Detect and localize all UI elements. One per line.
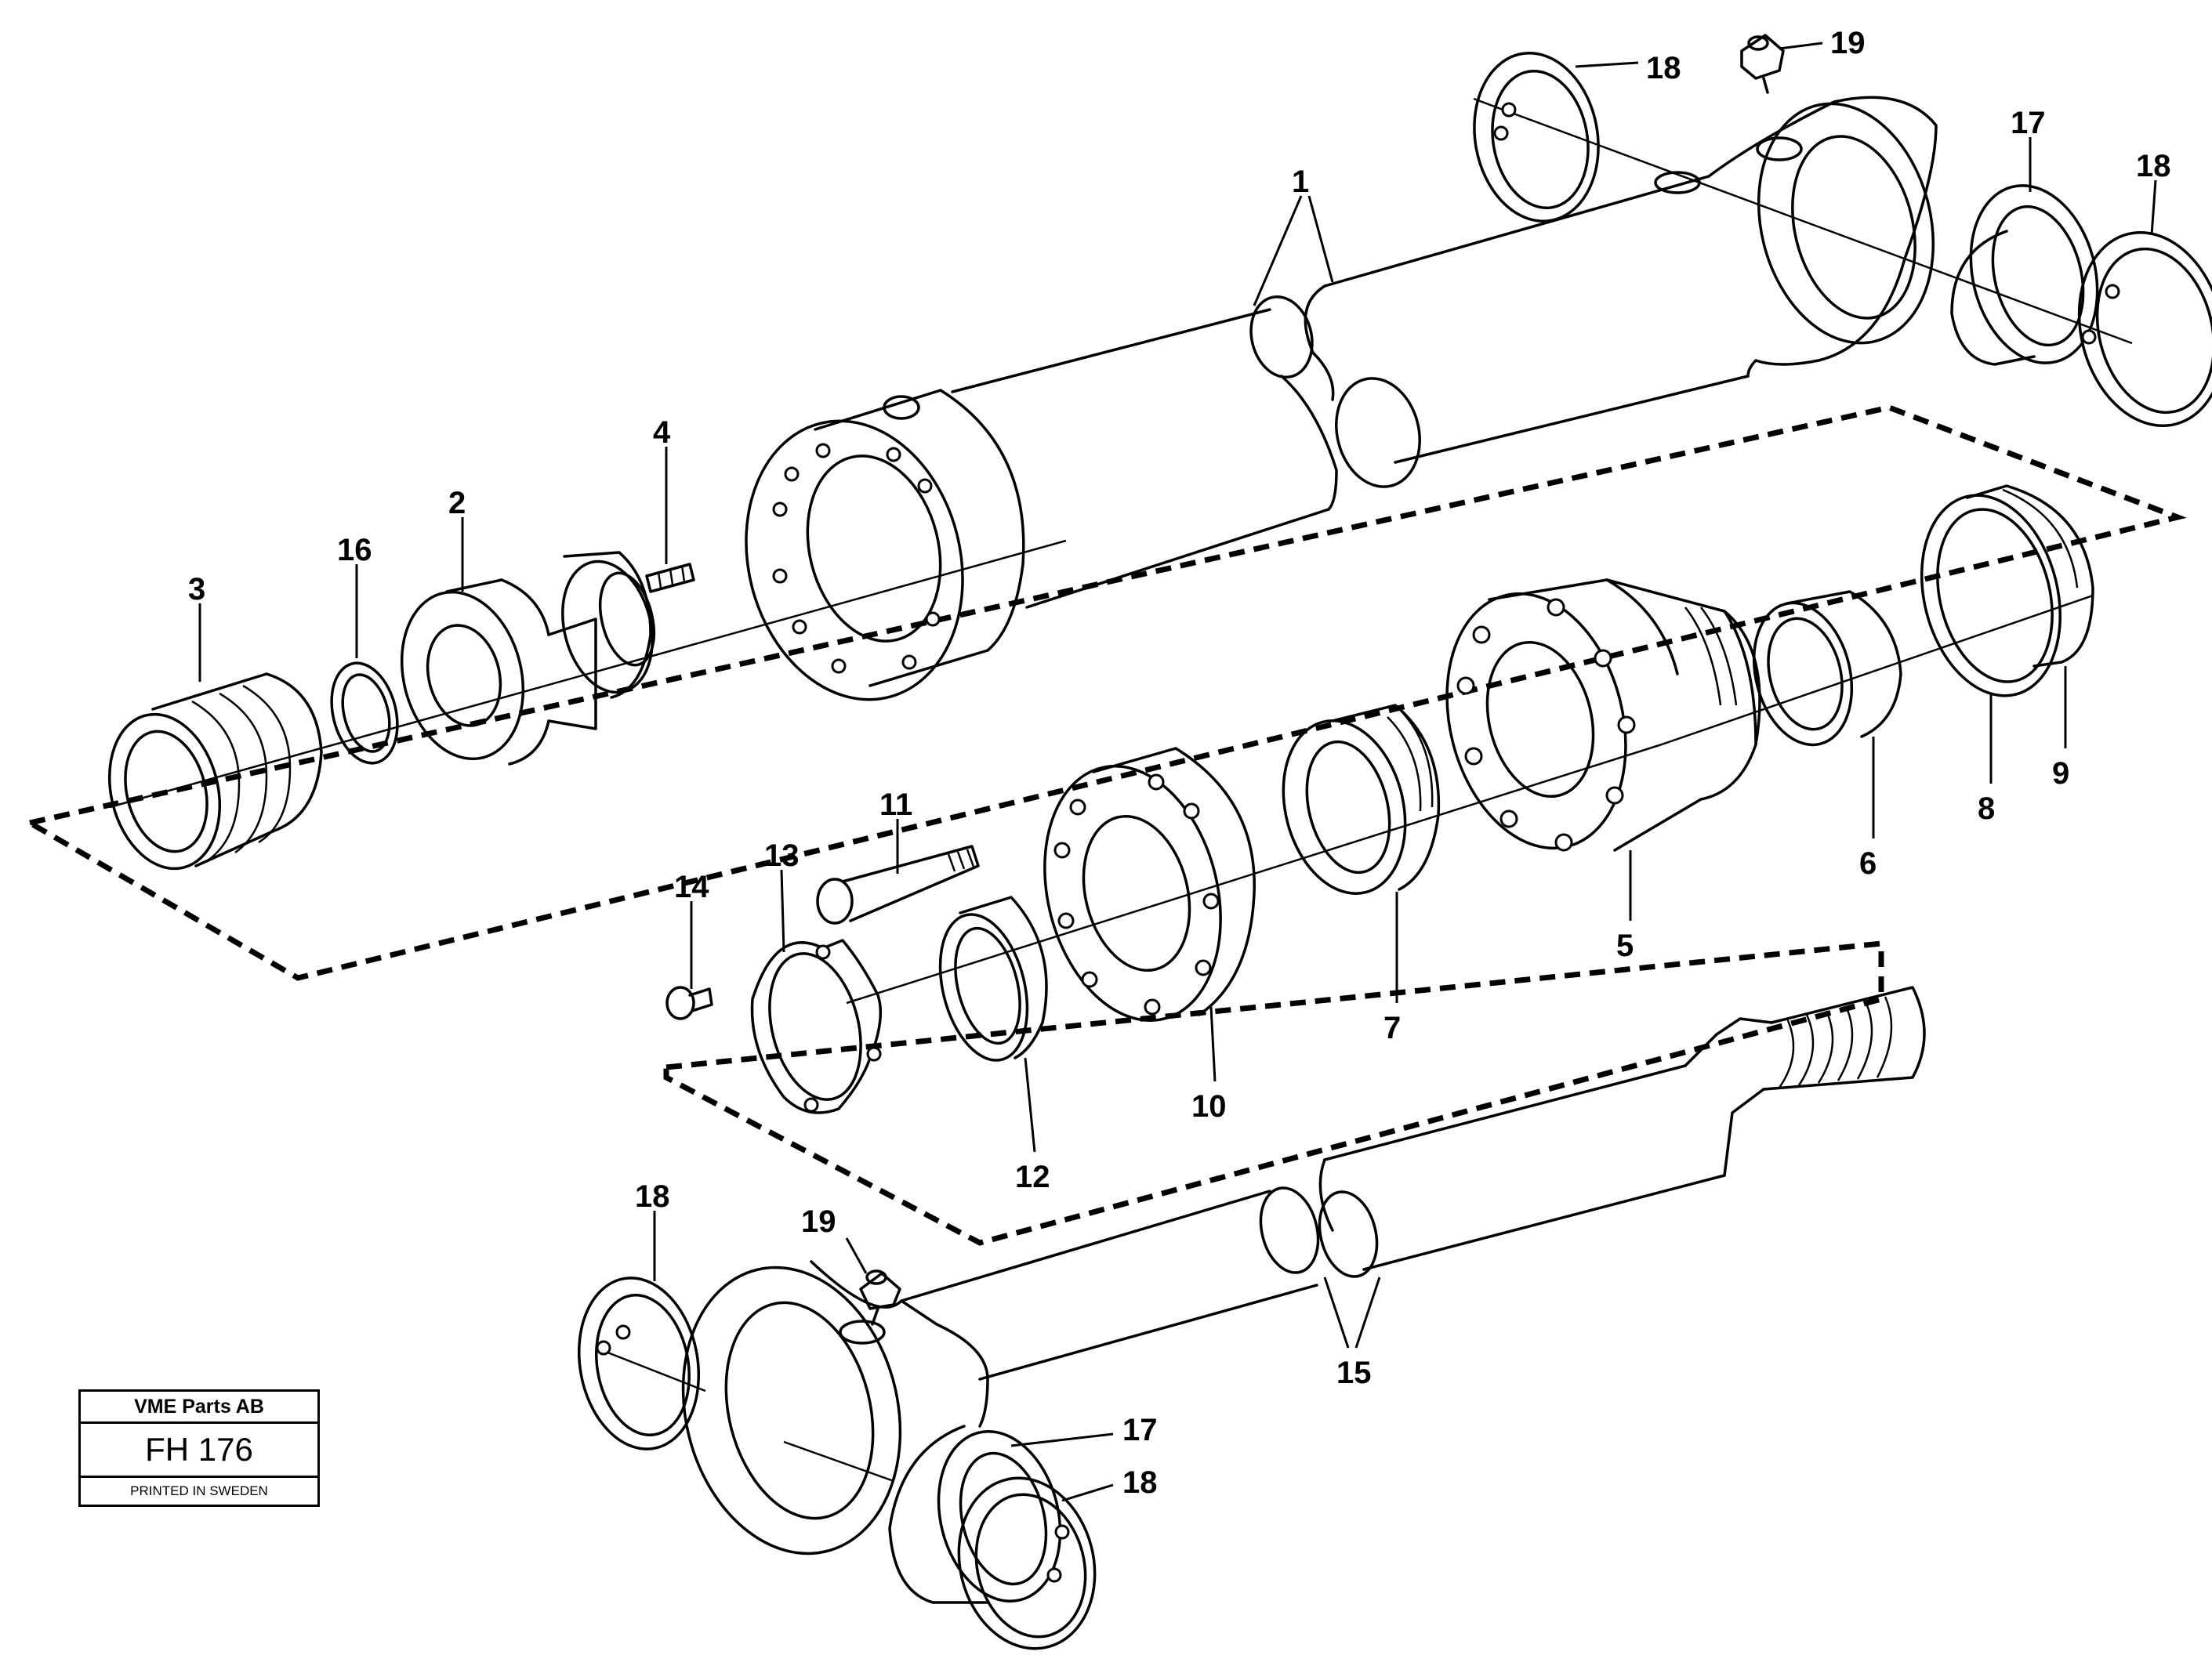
- grease-nipple-bottom: [859, 1269, 901, 1326]
- head-axis: [1661, 594, 2094, 746]
- callout-6: 6: [1859, 846, 1877, 881]
- bolt: [816, 845, 980, 925]
- callout-5: 5: [1616, 929, 1634, 963]
- callout-18-top-right: 18: [2136, 149, 2171, 183]
- callout-13: 13: [764, 838, 800, 873]
- callout-12: 12: [1015, 1160, 1050, 1194]
- callout-10: 10: [1191, 1089, 1227, 1124]
- callout-16: 16: [337, 533, 372, 567]
- title-block: VME Parts AB FH 176 PRINTED IN SWEDEN: [78, 1389, 320, 1507]
- leader-lines: [198, 42, 2157, 1502]
- circlip-bottom-right: [957, 1476, 1097, 1650]
- piston-rod: [595, 986, 1926, 1555]
- callout-17-bottom: 17: [1122, 1413, 1158, 1447]
- callout-11: 11: [879, 788, 912, 822]
- callout-3: 3: [188, 572, 205, 607]
- bushing: [1282, 704, 1441, 895]
- seal-ring: [330, 661, 399, 765]
- cylinder-head: [1445, 578, 1761, 852]
- circlip-bottom-left: [577, 1277, 701, 1450]
- cylinder-barrel: [109, 96, 2133, 809]
- group-outline-piston-parts: [663, 940, 1884, 1246]
- callout-2: 2: [448, 486, 466, 520]
- callout-8: 8: [1978, 791, 1995, 826]
- group-outline-cylinder-parts: [22, 404, 2187, 981]
- callout-9: 9: [2052, 756, 2069, 791]
- screw-small: [665, 986, 713, 1020]
- seal: [1966, 484, 2094, 668]
- callout-15: 15: [1336, 1356, 1372, 1390]
- callout-labels: 1 2 3 4 5 6 7 8 9 10 11 12 13 14 15 16 1…: [188, 26, 2171, 1500]
- piston: [107, 672, 323, 871]
- callout-18-top-left: 18: [1646, 51, 1681, 85]
- callout-19-top: 19: [1830, 26, 1866, 60]
- locking-plate: [750, 939, 883, 1114]
- guide-ring: [938, 896, 1048, 1062]
- wiper-ring: [1920, 494, 2062, 697]
- callout-14: 14: [674, 870, 709, 904]
- bushing-bottom: [888, 1425, 1062, 1604]
- callout-7: 7: [1383, 1011, 1401, 1045]
- callout-18-bottom-right: 18: [1122, 1465, 1158, 1500]
- title-block-company: VME Parts AB: [81, 1392, 317, 1424]
- set-screw: [645, 563, 695, 593]
- title-block-printed: PRINTED IN SWEDEN: [130, 1483, 268, 1498]
- circlip-top-right: [2077, 231, 2212, 427]
- callout-18-bottom-left: 18: [635, 1179, 670, 1214]
- bushing-top-right: [1950, 184, 2099, 366]
- callout-19-bottom: 19: [801, 1204, 836, 1239]
- callout-1: 1: [1292, 165, 1309, 199]
- flange: [1043, 747, 1256, 1022]
- spacer: [400, 551, 656, 766]
- circlip-top-left: [1473, 52, 1600, 223]
- grease-nipple-top: [1740, 34, 1785, 94]
- title-block-code: FH 176: [81, 1424, 317, 1478]
- callout-17-top: 17: [2011, 106, 2046, 140]
- sleeve: [1752, 590, 1902, 747]
- callout-4: 4: [653, 415, 671, 450]
